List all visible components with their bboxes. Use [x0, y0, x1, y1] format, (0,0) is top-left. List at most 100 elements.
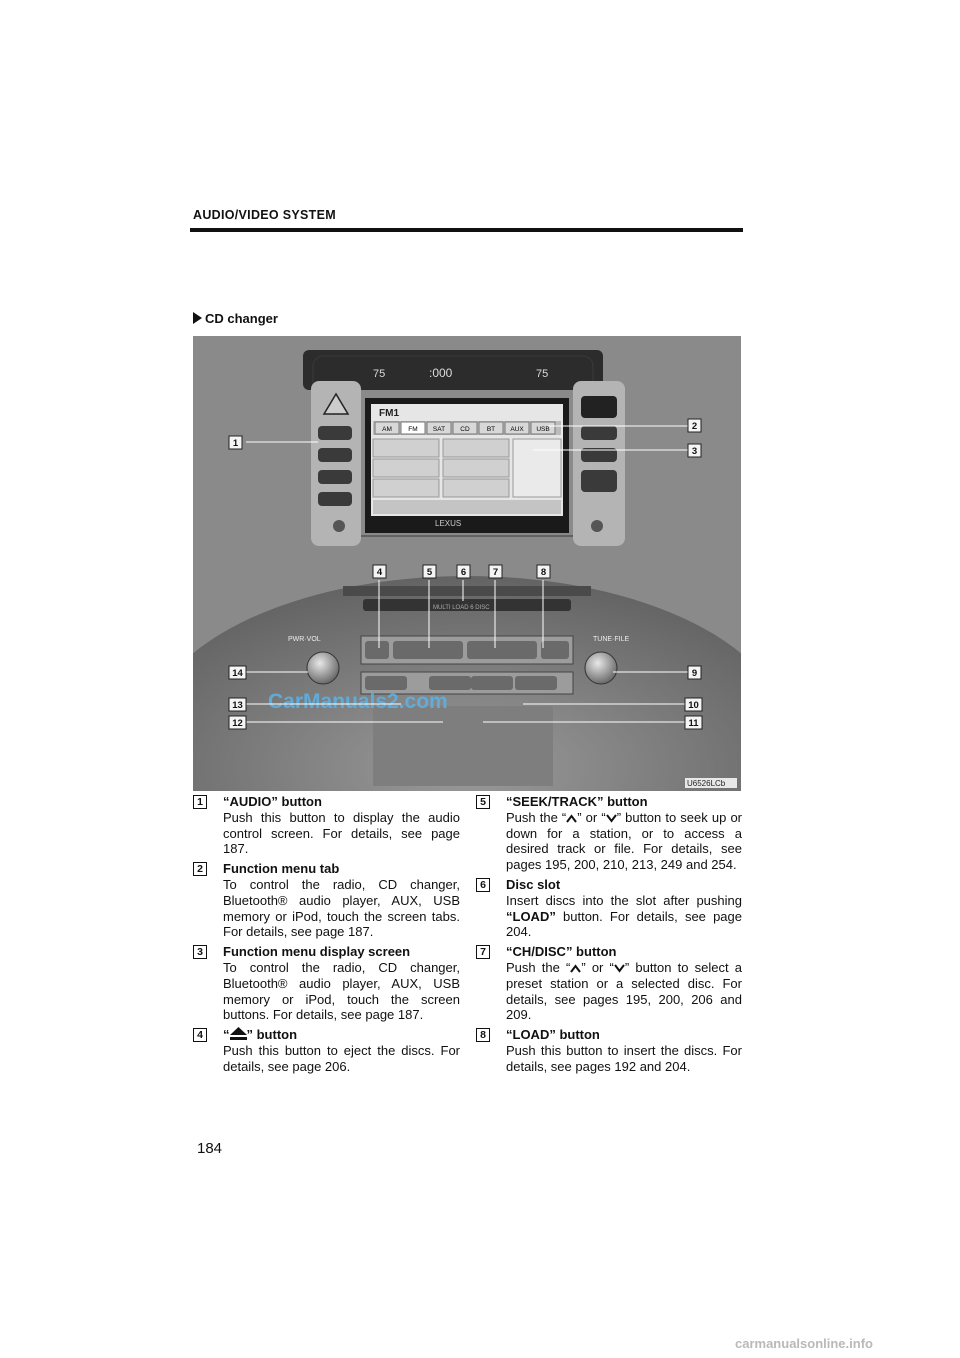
- item-number: 8: [476, 1028, 490, 1043]
- list-item: 6 Disc slot Insert discs into the slot a…: [476, 877, 742, 940]
- tune-file-knob: [584, 651, 618, 685]
- item-title: “” button: [223, 1027, 298, 1043]
- svg-text:TUNE·FILE: TUNE·FILE: [593, 636, 630, 643]
- item-number: 4: [193, 1028, 207, 1043]
- svg-text:LEXUS: LEXUS: [435, 519, 461, 528]
- callout-5: 5: [422, 564, 437, 579]
- item-title: “CH/DISC” button: [506, 944, 617, 960]
- item-title: “AUDIO” button: [223, 794, 322, 809]
- subheading-text: CD changer: [205, 311, 278, 326]
- callout-3: 3: [687, 443, 702, 458]
- item-body: Push this button to display the audio co…: [223, 809, 460, 857]
- callout-6: 6: [456, 564, 471, 579]
- callout-13: 13: [228, 697, 247, 712]
- item-number: 1: [193, 795, 207, 809]
- item-body: Push this button to insert the discs. Fo…: [506, 1042, 742, 1074]
- climate-display: [303, 350, 603, 390]
- screen-tab-label: USB: [536, 426, 549, 433]
- svg-text:13: 13: [232, 700, 243, 711]
- svg-text:9: 9: [692, 668, 697, 679]
- list-item: 4 “” button Push this button to eject th…: [193, 1027, 460, 1074]
- item-title: “LOAD” button: [506, 1027, 600, 1043]
- svg-text:11: 11: [688, 718, 699, 729]
- screen-tab-label: AM: [382, 426, 392, 433]
- chevron-down-icon: [614, 964, 625, 973]
- callout-10: 10: [684, 697, 703, 712]
- item-number: 6: [476, 877, 490, 892]
- item-body: Insert discs into the slot after pushing…: [506, 892, 742, 940]
- svg-text:MULTI LOAD 6 DISC: MULTI LOAD 6 DISC: [433, 605, 490, 611]
- item-title: Disc slot: [506, 876, 561, 892]
- left-column: 1 “AUDIO” button Push this button to dis…: [193, 794, 460, 1079]
- pwr-vol-knob: [306, 651, 340, 685]
- item-body: Push the “” or “” button to seek up or d…: [506, 809, 742, 873]
- callout-4: 4: [372, 564, 387, 579]
- list-item: 5 “SEEK/TRACK” button Push the “” or “” …: [476, 794, 742, 873]
- chevron-up-icon: [566, 814, 578, 823]
- section-title: AUDIO/VIDEO SYSTEM: [193, 208, 336, 222]
- callout-8: 8: [536, 564, 551, 579]
- subheading: CD changer: [193, 311, 278, 326]
- item-body: To control the radio, CD changer, Blueto…: [223, 876, 460, 940]
- item-title: Function menu tab: [223, 861, 340, 877]
- svg-text:14: 14: [232, 668, 243, 679]
- screen-tab: [478, 421, 504, 435]
- callout-7: 7: [488, 564, 503, 579]
- item-body: To control the radio, CD changer, Blueto…: [223, 959, 460, 1023]
- svg-text:75: 75: [536, 368, 548, 380]
- list-item: 7 “CH/DISC” button Push the “” or “” but…: [476, 944, 742, 1023]
- image-code: U6526LCb: [687, 779, 726, 788]
- screen-tab-label: AUX: [510, 426, 524, 433]
- item-body: Push the “” or “” button to select a pre…: [506, 959, 742, 1023]
- callout-14: 14: [228, 665, 247, 680]
- chevron-down-icon: [605, 814, 617, 823]
- svg-text:PWR·VOL: PWR·VOL: [288, 636, 321, 643]
- callout-12: 12: [228, 715, 247, 730]
- screen-tab-label: FM: [408, 426, 417, 433]
- list-item: 1 “AUDIO” button Push this button to dis…: [193, 794, 460, 857]
- figure-watermark: CarManuals2.com: [268, 690, 448, 713]
- screen-tab: [374, 421, 400, 435]
- svg-text:4: 4: [377, 567, 383, 578]
- screen-band-label: FM1: [379, 408, 399, 419]
- svg-text:75: 75: [373, 368, 385, 380]
- svg-text:8: 8: [541, 567, 546, 578]
- callout-1: 1: [228, 435, 243, 450]
- screen-tab: [504, 421, 530, 435]
- list-item: 8 “LOAD” button Push this button to inse…: [476, 1027, 742, 1074]
- screen-tab: [426, 421, 452, 435]
- callout-9: 9: [687, 665, 702, 680]
- svg-text:2: 2: [692, 421, 697, 432]
- item-number: 5: [476, 795, 490, 809]
- chevron-up-icon: [570, 964, 582, 973]
- page-number: 184: [197, 1140, 223, 1157]
- callout-11: 11: [684, 715, 703, 730]
- svg-text:7: 7: [493, 567, 498, 578]
- item-title: “SEEK/TRACK” button: [506, 794, 648, 809]
- screen-tab: [530, 421, 556, 435]
- svg-text:10: 10: [688, 700, 699, 711]
- svg-text:12: 12: [232, 718, 243, 729]
- list-item: 2 Function menu tab To control the radio…: [193, 861, 460, 940]
- item-number: 3: [193, 945, 207, 960]
- disc-slot: [363, 599, 571, 611]
- item-body: Push this button to eject the discs. For…: [223, 1042, 460, 1074]
- svg-text::000: :000: [429, 366, 453, 380]
- svg-text:3: 3: [692, 446, 697, 457]
- screen-tab-label: SAT: [433, 426, 445, 433]
- item-number: 7: [476, 945, 490, 960]
- right-column: 5 “SEEK/TRACK” button Push the “” or “” …: [476, 794, 742, 1079]
- screen-tab-label: BT: [487, 426, 495, 433]
- svg-text:6: 6: [461, 567, 466, 578]
- callout-2: 2: [687, 418, 702, 433]
- header-rule: [190, 228, 743, 232]
- svg-text:5: 5: [427, 567, 433, 578]
- screen-tab: [452, 421, 478, 435]
- item-title: Function menu display screen: [223, 944, 411, 960]
- screen-tab-label: CD: [460, 426, 470, 433]
- svg-text:1: 1: [233, 438, 239, 449]
- eject-icon: [229, 1027, 247, 1041]
- triangle-bullet-icon: [193, 312, 202, 324]
- screen-tab: [400, 421, 426, 435]
